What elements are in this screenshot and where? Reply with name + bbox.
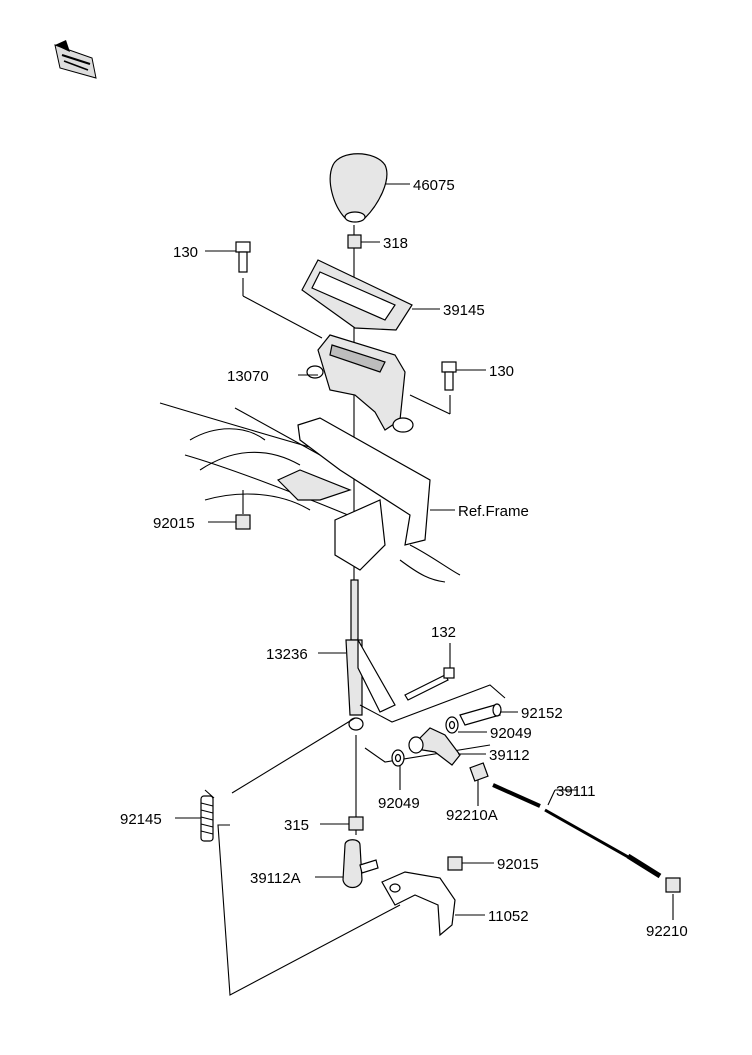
label-46075: 46075 [413, 177, 455, 194]
shift-knob-46075 [329, 153, 410, 223]
frame-tube-lines [159, 402, 461, 583]
frame-bracket [276, 417, 455, 571]
label-92210: 92210 [646, 923, 688, 940]
label-39112A: 39112A [250, 870, 301, 887]
nut-92210A [469, 762, 489, 806]
label-92049-b: 92049 [378, 795, 420, 812]
label-11052: 11052 [488, 908, 529, 925]
label-13236: 13236 [266, 646, 308, 663]
linkage-guide-lines [217, 684, 506, 996]
label-132: 132 [431, 624, 456, 641]
label-92145: 92145 [120, 811, 162, 828]
washer-92049-b [391, 749, 405, 790]
nut-92015-upper [208, 490, 251, 530]
bolt-132 [404, 643, 455, 701]
label-92015-lower: 92015 [497, 856, 539, 873]
spring-92145 [175, 789, 215, 842]
lever-39112 [408, 727, 486, 766]
label-315: 315 [284, 817, 309, 834]
cover-plate-39145 [301, 259, 440, 331]
label-92210A: 92210A [446, 807, 498, 824]
nut-318 [347, 234, 380, 249]
ball-joint-39112A [315, 839, 379, 889]
label-92015-upper: 92015 [153, 515, 195, 532]
part-number-labels: 46075 318 130 39145 130 13070 Ref.Frame … [120, 177, 688, 940]
nut-92015-lower [447, 856, 494, 871]
bolt-130-right [409, 361, 486, 415]
label-39145: 39145 [443, 302, 485, 319]
nut-315 [320, 816, 364, 831]
shift-lever-13236 [318, 579, 396, 731]
label-ref-frame: Ref.Frame [458, 503, 529, 520]
front-direction-icon [54, 40, 97, 79]
label-92049-a: 92049 [490, 725, 532, 742]
label-92152: 92152 [521, 705, 563, 722]
label-39111: 39111 [556, 783, 596, 800]
label-13070: 13070 [227, 368, 269, 385]
nut-92210 [665, 877, 681, 920]
label-318: 318 [383, 235, 408, 252]
rod-39111 [492, 783, 662, 879]
washer-92049-a [445, 716, 487, 734]
pin-92152 [459, 703, 518, 726]
gate-housing-13070 [298, 334, 414, 433]
label-130-left: 130 [173, 244, 198, 261]
label-39112: 39112 [489, 747, 530, 764]
bolt-130-left [205, 241, 323, 339]
bracket-11052 [381, 871, 485, 937]
label-130-right: 130 [489, 363, 514, 380]
